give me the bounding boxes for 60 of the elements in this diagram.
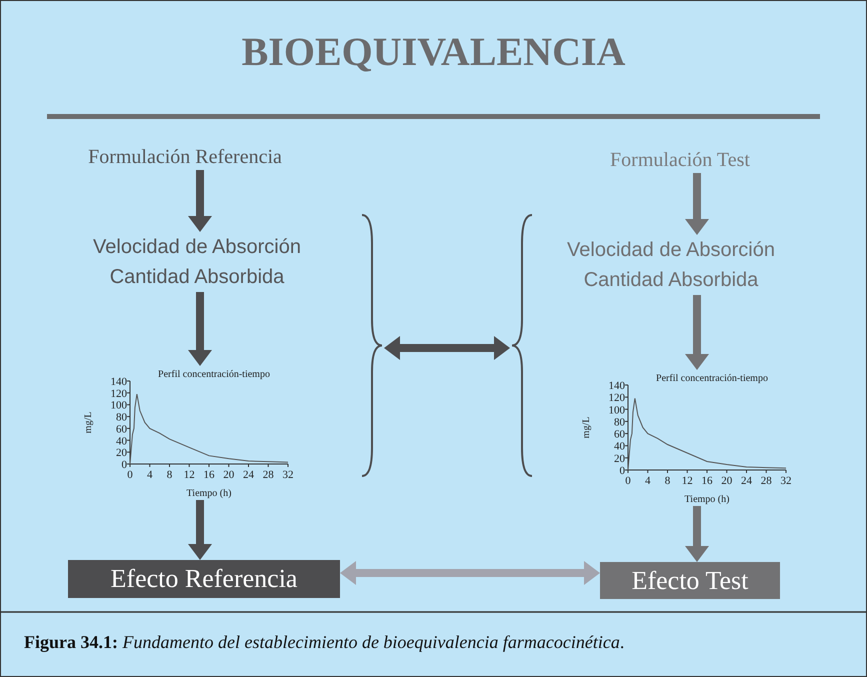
tick-label: 20 — [116, 447, 127, 460]
tick-label: 40 — [116, 435, 127, 448]
tick-label: 20 — [614, 452, 625, 465]
tick-label: 20 — [223, 469, 234, 481]
arrow — [188, 170, 212, 232]
chart-title: Perfil concentración-tiempo — [656, 373, 768, 384]
double-arrow — [384, 336, 510, 360]
chart-title: Perfil concentración-tiempo — [158, 369, 270, 380]
tick-label: 0 — [625, 475, 631, 487]
tick-label: 20 — [721, 475, 732, 487]
arrow — [685, 295, 709, 370]
tick-label: 60 — [614, 428, 625, 441]
tick-label: 32 — [780, 475, 792, 487]
tick-label: 8 — [664, 475, 670, 487]
axis-title: mg/L — [83, 412, 94, 434]
tick-label: 100 — [608, 404, 625, 416]
tick-label: 24 — [741, 475, 752, 487]
node-label: Velocidad de Absorción — [92, 235, 302, 260]
curly-brace — [510, 213, 534, 478]
tick-label: 4 — [147, 469, 152, 481]
arrow — [685, 173, 709, 235]
effect-box: Efecto Referencia — [68, 560, 340, 598]
node-label: Formulación Referencia — [87, 145, 283, 170]
tick-label: 100 — [110, 400, 127, 412]
tick-label: 0 — [127, 469, 133, 481]
tick-label: 16 — [702, 475, 712, 487]
tick-label: 140 — [110, 376, 127, 388]
tick-label: 32 — [282, 469, 294, 481]
node-label: Cantidad Absorbida — [108, 265, 286, 290]
axis-title: Tiempo (h) — [684, 494, 730, 505]
tick-label: 140 — [608, 380, 625, 392]
tick-label: 12 — [682, 475, 693, 487]
arrow — [188, 292, 212, 366]
tick-label: 4 — [645, 475, 650, 487]
tick-label: 80 — [116, 412, 127, 424]
title: BIOEQUIVALENCIA — [240, 28, 626, 75]
tick-label: 8 — [166, 469, 172, 481]
tick-label: 120 — [608, 392, 625, 404]
tick-label: 28 — [760, 475, 772, 487]
figure-caption: Figura 34.1: Fundamento del establecimiento de bioequivalencia farmacocinética. — [24, 632, 624, 653]
tick-label: 0 — [122, 459, 127, 471]
arrow — [188, 500, 212, 560]
tick-label: 80 — [614, 416, 625, 428]
tick-label: 12 — [184, 469, 195, 481]
axis-title: mg/L — [581, 416, 592, 438]
axis-title: Tiempo (h) — [186, 488, 232, 499]
tick-label: 40 — [614, 440, 625, 453]
node-label: Cantidad Absorbida — [582, 268, 760, 293]
tick-label: 28 — [262, 469, 274, 481]
node-label: Velocidad de Absorción — [566, 238, 776, 263]
tick-label: 16 — [204, 469, 214, 481]
double-arrow — [340, 561, 600, 585]
tick-label: 24 — [243, 469, 254, 481]
tick-label: 0 — [620, 465, 625, 477]
effect-box: Efecto Test — [600, 562, 780, 599]
tick-label: 120 — [110, 388, 127, 400]
tick-label: 60 — [116, 423, 127, 436]
arrow — [685, 506, 709, 562]
node-label: Formulación Test — [609, 148, 751, 173]
curly-brace — [360, 213, 384, 478]
